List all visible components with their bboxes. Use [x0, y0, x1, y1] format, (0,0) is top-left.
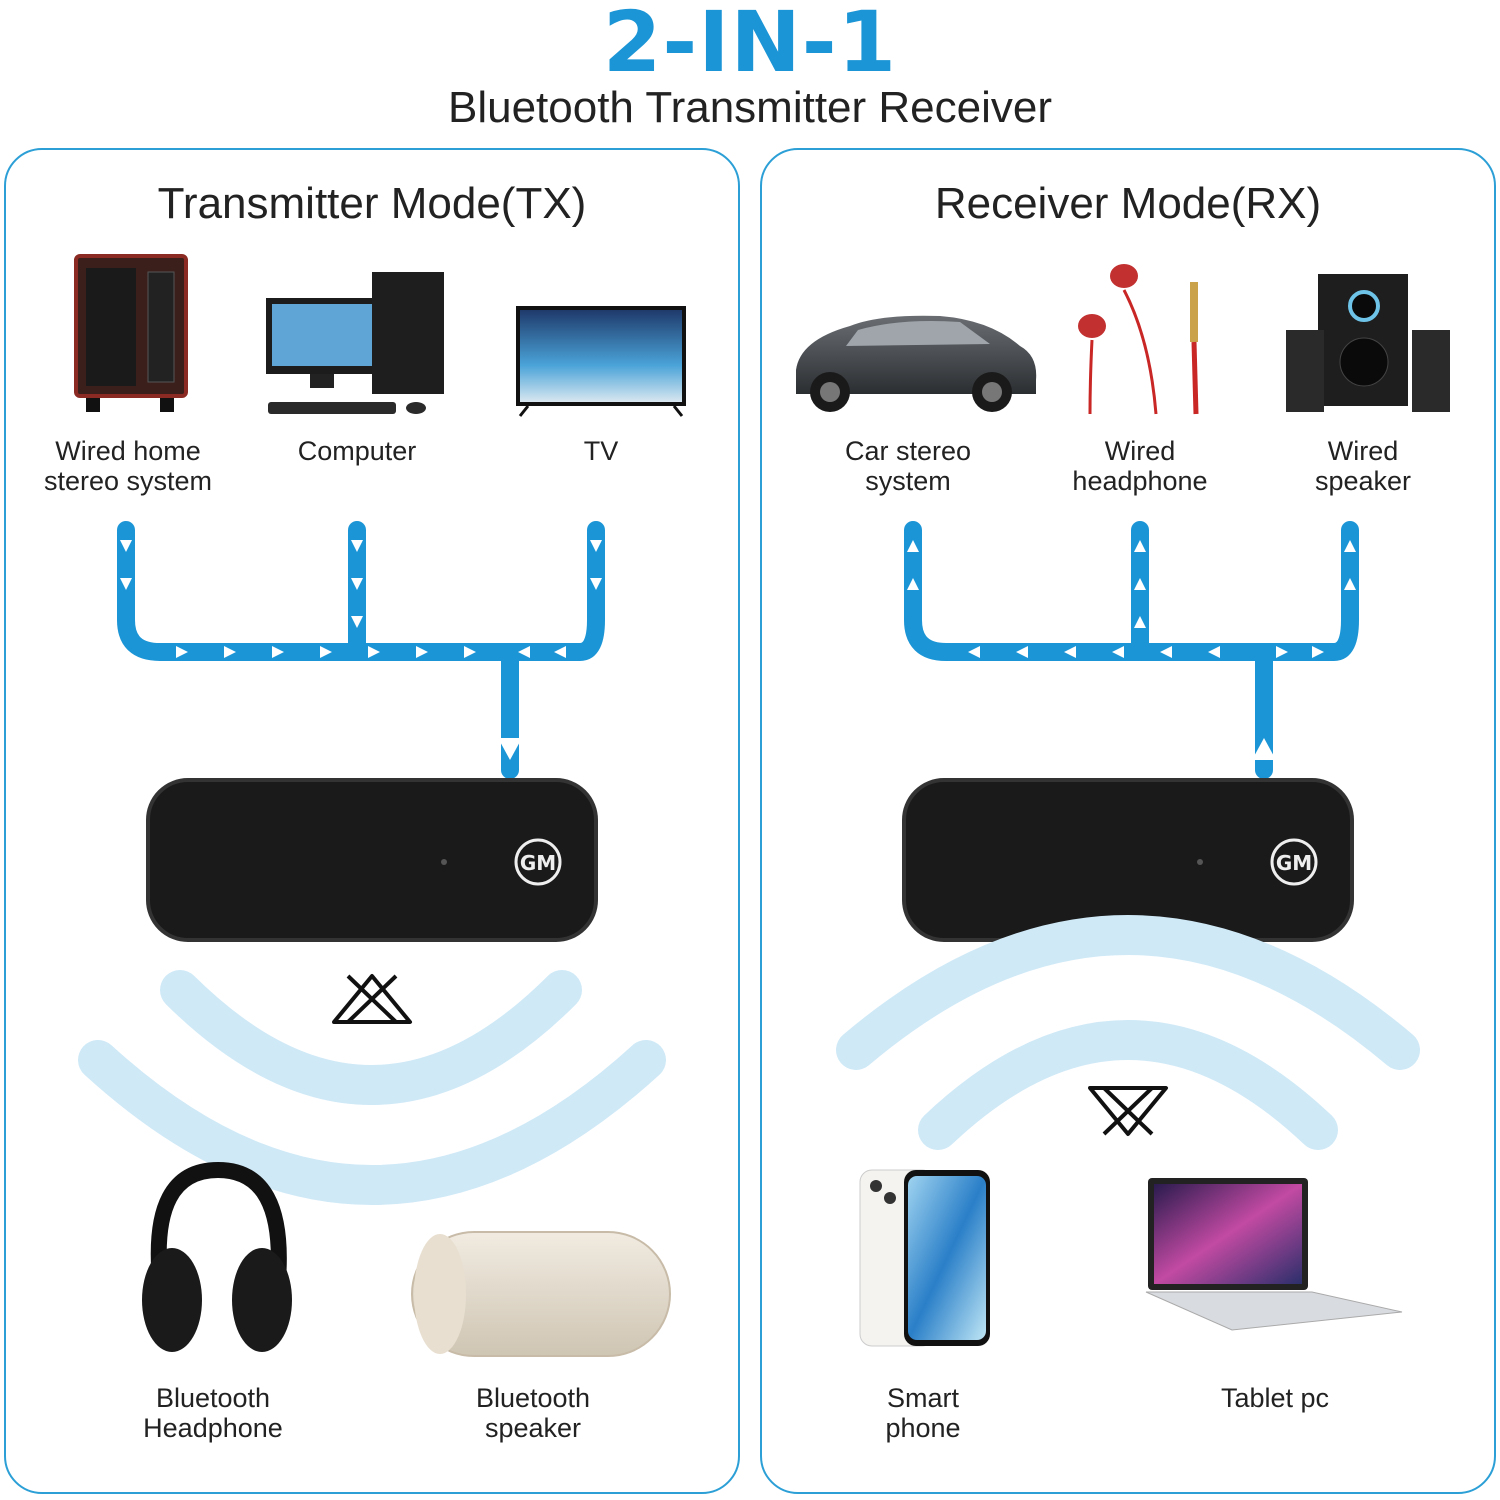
car-icon	[796, 315, 1037, 412]
label-tablet-pc: Tablet pc	[1220, 1383, 1330, 1413]
receiver-mode-title: Receiver Mode(RX)	[934, 179, 1322, 228]
tx-adapter-device: GM	[146, 778, 598, 942]
desktop-computer-icon	[266, 272, 444, 414]
transmitter-mode-title: Transmitter Mode(TX)	[157, 179, 587, 228]
subtitle: Bluetooth Transmitter Receiver	[447, 83, 1053, 132]
label-bluetooth-speaker: Bluetooth speaker	[475, 1383, 591, 1443]
speaker-system-icon	[1286, 274, 1450, 412]
label-tv: TV	[583, 436, 619, 466]
label-car-stereo: Car stereo system	[844, 436, 972, 496]
label-smart-phone: Smart phone	[885, 1383, 961, 1443]
svg-text:GM: GM	[520, 851, 556, 875]
label-wired-speaker: Wired speaker	[1314, 436, 1412, 496]
bluetooth-speaker-icon	[411, 1231, 671, 1357]
label-computer: Computer	[297, 436, 417, 466]
rx-bluetooth-icon	[1088, 1086, 1168, 1136]
tv-icon	[516, 306, 686, 417]
smartphone-icon	[859, 1169, 990, 1347]
tx-bluetooth-icon	[332, 974, 412, 1024]
rx-flow-arrows	[907, 540, 1356, 760]
laptop-icon	[1145, 1178, 1403, 1331]
tx-flow-arrows	[120, 540, 602, 760]
headphone-icon	[142, 1161, 292, 1352]
headline: 2-IN-1	[602, 0, 898, 91]
rx-wireless-waves	[836, 915, 1420, 1150]
label-wired-home-stereo: Wired home stereo system	[43, 436, 213, 496]
earphones-icon	[1078, 264, 1199, 415]
label-wired-headphone: Wired headphone	[1072, 436, 1208, 496]
svg-text:GM: GM	[1276, 851, 1312, 875]
label-bluetooth-headphone: Bluetooth Headphone	[143, 1383, 283, 1443]
tx-wireless-waves	[78, 970, 666, 1205]
stereo-speaker-icon	[74, 254, 188, 412]
